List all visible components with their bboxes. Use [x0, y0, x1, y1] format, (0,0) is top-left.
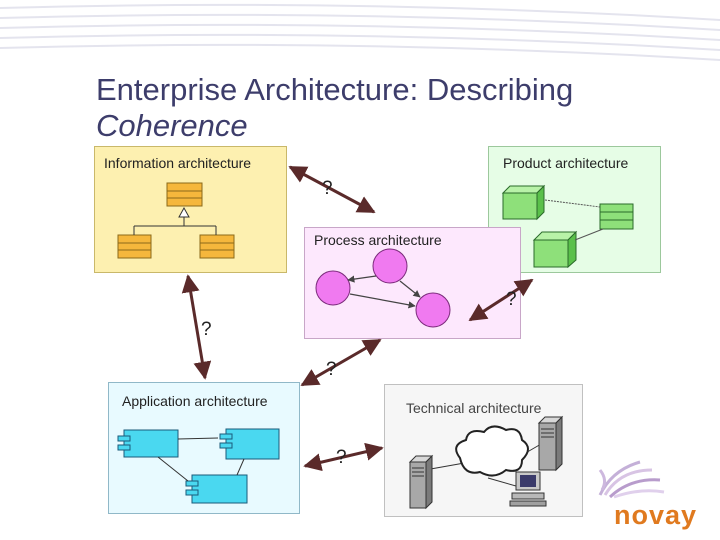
product-components-icon	[501, 184, 634, 269]
process-flow-icon	[315, 248, 451, 328]
novay-logo-mark	[598, 460, 665, 499]
class-diagram-icon	[117, 182, 235, 259]
technical-architecture-label: Technical architecture	[406, 400, 542, 416]
relation-question-application-technical: ?	[336, 447, 347, 468]
process-architecture-label: Process architecture	[314, 232, 442, 248]
relation-question-info-product: ?	[322, 178, 333, 199]
relation-question-info-application: ?	[201, 319, 212, 340]
information-architecture-label: Information architecture	[104, 155, 252, 171]
application-architecture-label: Application architecture	[122, 393, 268, 409]
technical-infrastructure-icon	[408, 415, 564, 510]
application-components-icon	[117, 428, 280, 504]
relation-question-process-application: ?	[326, 359, 337, 380]
slide-title: Enterprise Architecture: Describing Cohe…	[96, 72, 573, 144]
novay-logo-text: novay	[614, 500, 698, 530]
header-stripes	[0, 3, 720, 61]
title-line-1: Enterprise Architecture: Describing	[96, 72, 574, 107]
relation-question-process-product: ?	[506, 289, 517, 310]
product-architecture-label: Product architecture	[503, 155, 629, 171]
relation-arrows	[181, 165, 534, 472]
title-line-2: Coherence	[96, 108, 248, 143]
